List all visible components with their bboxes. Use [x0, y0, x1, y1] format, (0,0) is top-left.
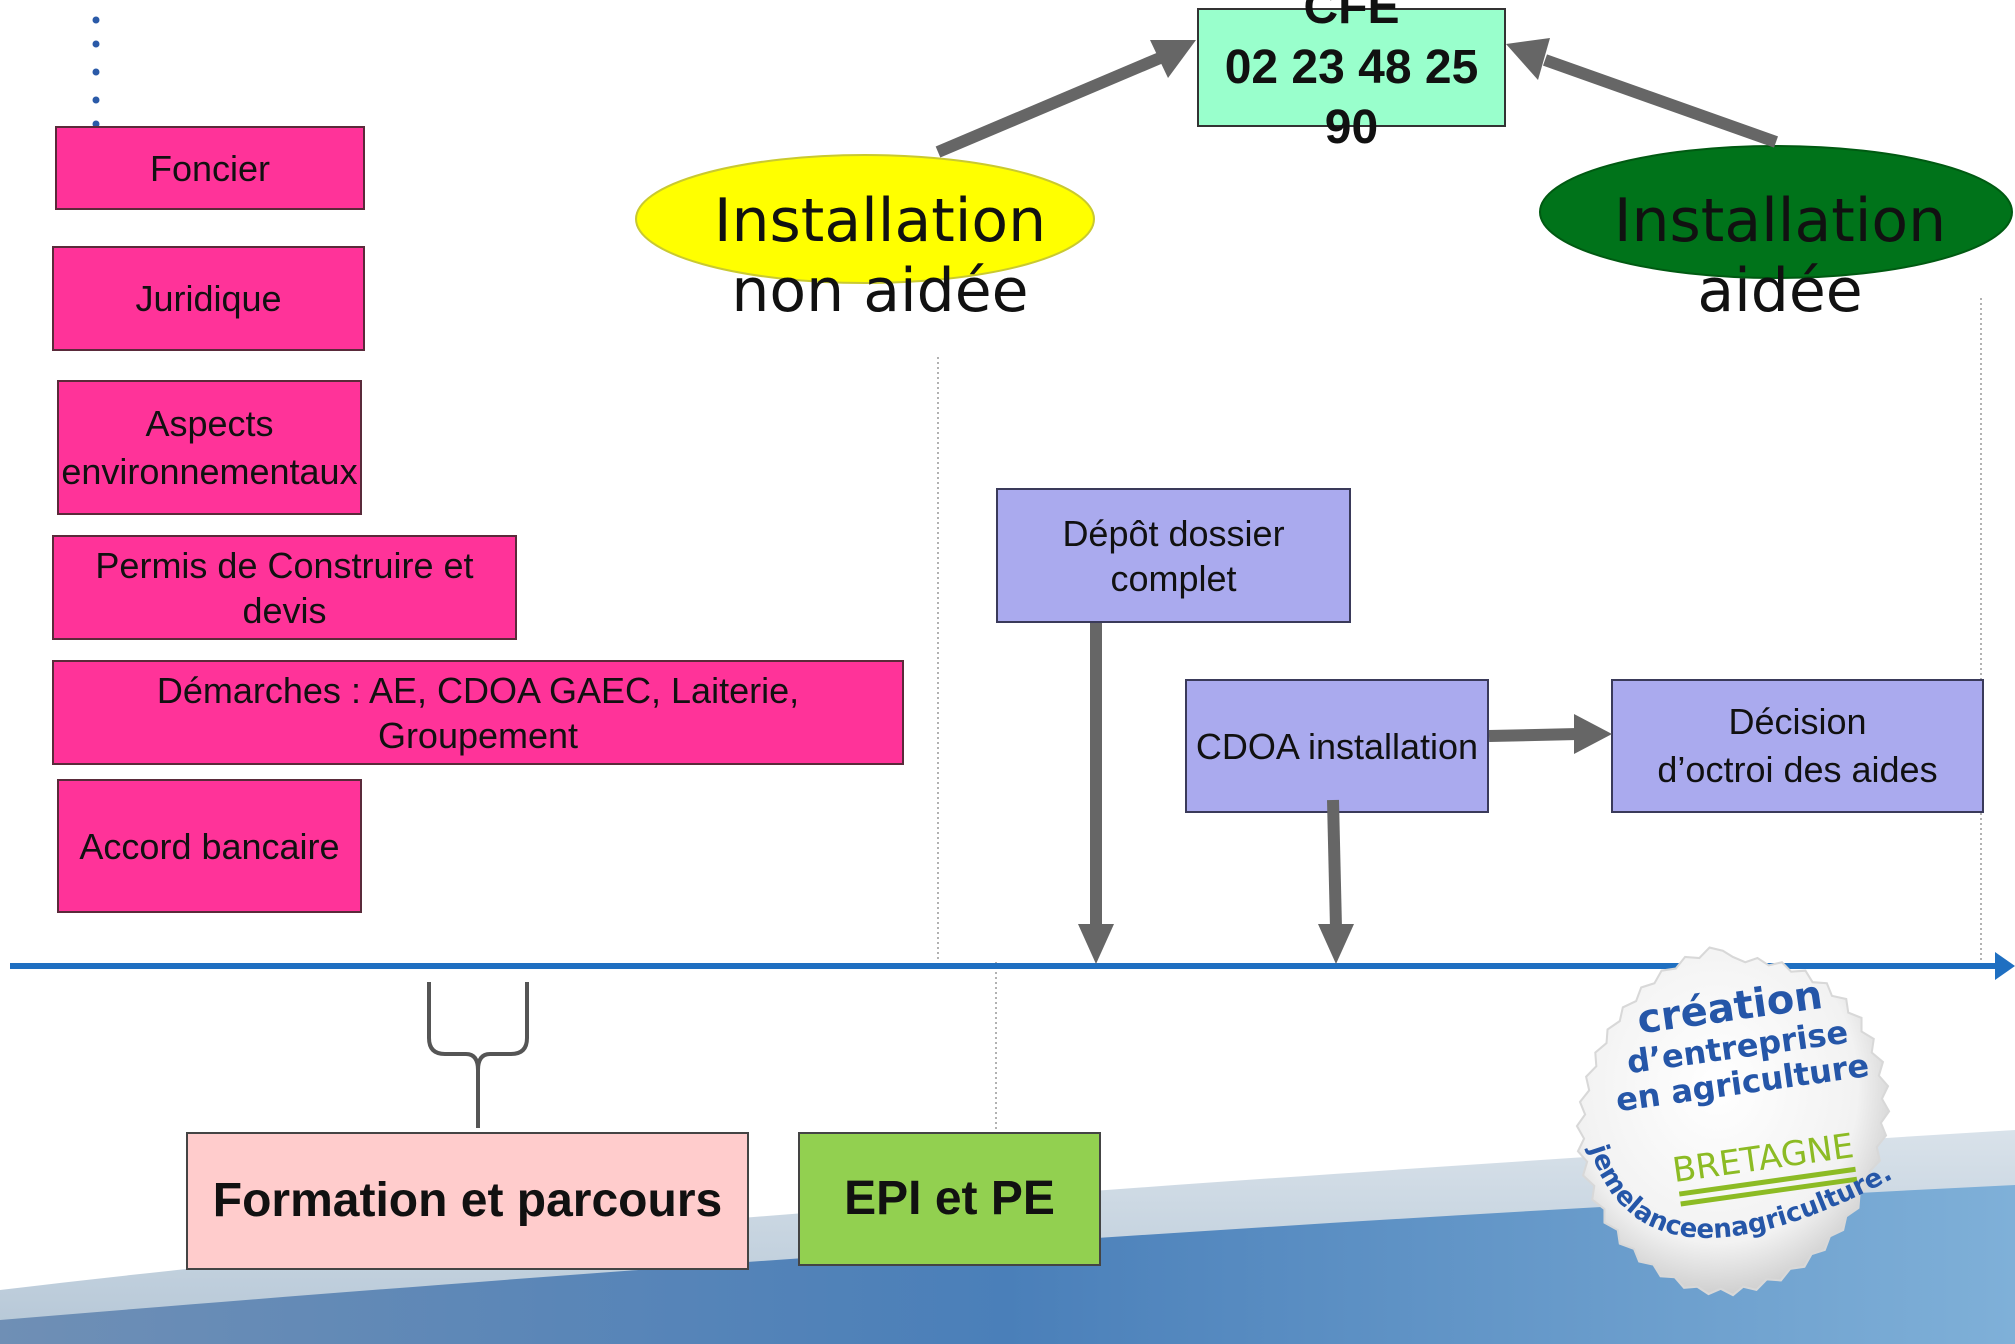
arrowhead-depot [1078, 924, 1114, 964]
non-aidee-label: Installation non aidée [640, 186, 1120, 326]
ellipse-non-aidee [635, 154, 1095, 284]
arrow-cdoa-to-decision [1488, 728, 1579, 742]
formation-brace [427, 982, 529, 1128]
step-juridique: Juridique [52, 246, 365, 351]
step-juridique-label: Juridique [135, 278, 282, 319]
step-cdoa-label: CDOA installation [1195, 725, 1479, 767]
step-accord-bancaire: Accord bancaire [57, 779, 362, 913]
step-depot-dossier: Dépôt dossier complet [996, 488, 1351, 623]
step-aspects-line2: environnementaux [61, 450, 358, 492]
cfe-title: CFE [1303, 0, 1400, 34]
cfe-box: CFE 02 23 48 25 90 [1197, 0, 1506, 154]
arrowhead-cfe-left [1150, 40, 1196, 78]
non-aidee-line1: Installation [713, 186, 1047, 256]
step-aspects: Aspects environnementaux [57, 380, 362, 515]
aidee-line1: Installation [1613, 186, 1947, 256]
badge-seal [1575, 946, 1891, 1297]
arrowhead-cfe-right [1506, 38, 1550, 80]
aidee-line2: aidée [1697, 256, 1863, 326]
step-permis: Permis de Construire et devis [52, 535, 517, 640]
arrow-aidee-to-cfe [1542, 54, 1779, 148]
step-decision: Décision d’octroi des aides [1611, 679, 1984, 813]
aidee-label: Installation aidée [1540, 186, 2015, 326]
arrowhead-cdoa-down [1318, 924, 1354, 964]
step-foncier-label: Foncier [149, 147, 271, 189]
dotted-marker [92, 16, 100, 128]
ellipse-aidee [1539, 145, 2013, 279]
step-foncier: Foncier [55, 126, 365, 210]
step-demarches-label: Démarches : AE, CDOA GAEC, Laiterie, Gro… [156, 669, 800, 756]
step-decision-line2: d’octroi des aides [1657, 749, 1938, 790]
step-depot-label: Dépôt dossier complet [1062, 512, 1285, 599]
step-decision-line1: Décision [1728, 701, 1867, 742]
cfe-phone: 02 23 48 25 90 [1224, 40, 1479, 154]
arrow-cdoa-to-timeline [1327, 799, 1342, 929]
arrowhead-decision [1574, 714, 1612, 754]
formation-box: Formation et parcours [186, 1132, 749, 1270]
timeline-arrowhead [1995, 952, 2015, 980]
formation-label: Formation et parcours [212, 1174, 723, 1227]
arrow-non-aidee-to-cfe [935, 52, 1163, 158]
step-permis-label: Permis de Construire et devis [95, 544, 474, 631]
step-demarches: Démarches : AE, CDOA GAEC, Laiterie, Gro… [52, 660, 904, 765]
step-cdoa-installation: CDOA installation [1185, 679, 1489, 813]
badge-stripe-2 [1680, 1176, 1858, 1207]
badge-stripe-1 [1678, 1166, 1856, 1197]
non-aidee-line2: non aidée [731, 256, 1029, 326]
step-aspects-line1: Aspects [145, 402, 274, 444]
epi-label: EPI et PE [844, 1172, 1055, 1225]
step-accord-label: Accord bancaire [79, 825, 340, 867]
epi-box: EPI et PE [798, 1132, 1101, 1266]
